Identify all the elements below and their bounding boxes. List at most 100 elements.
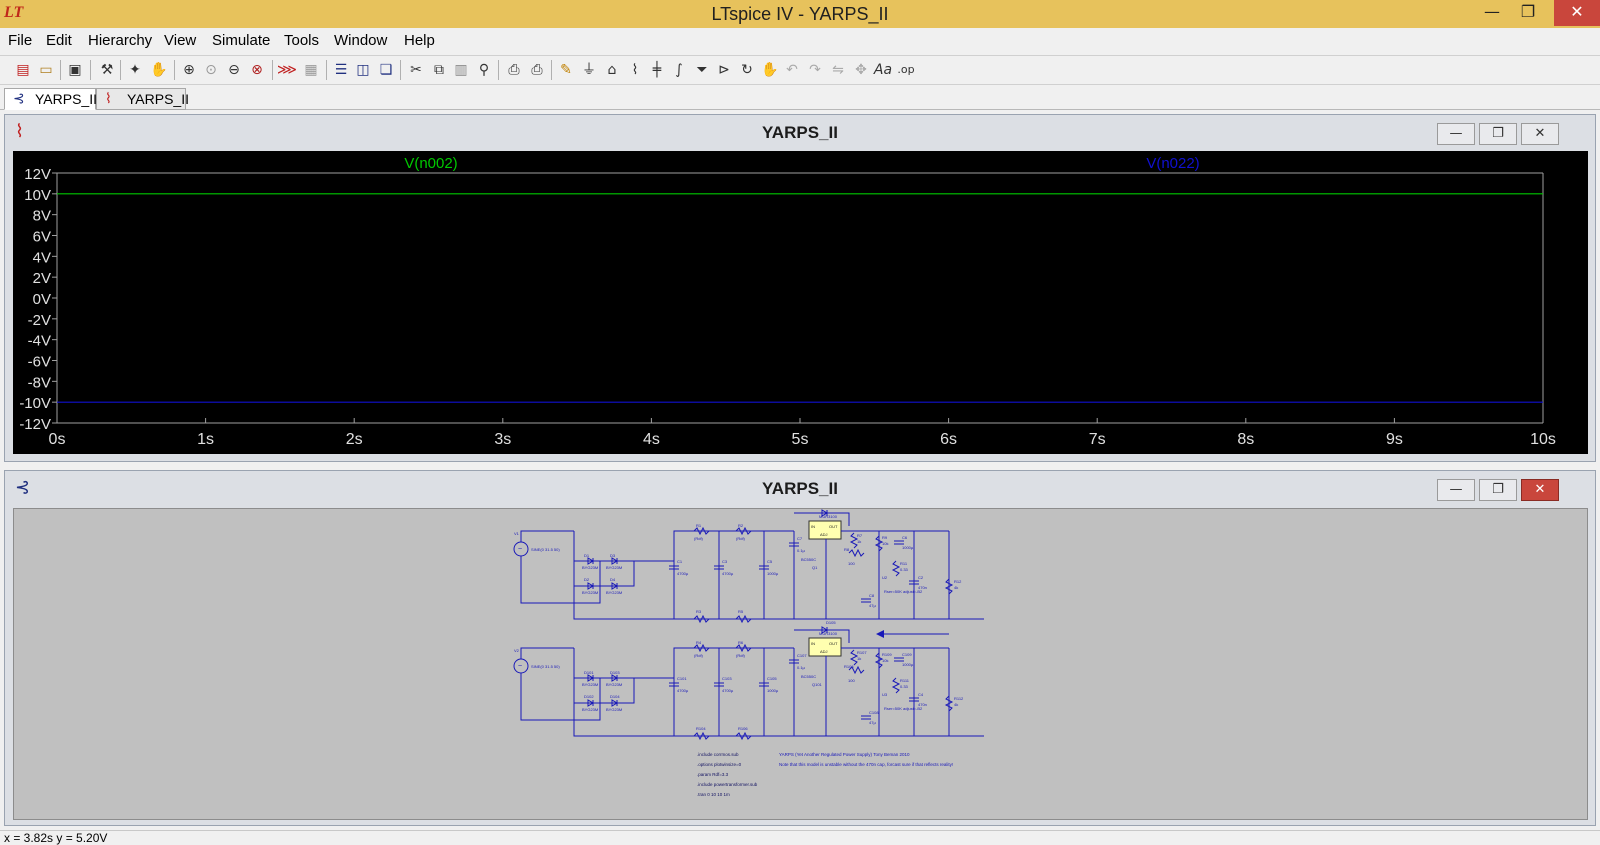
schematic-label: 1000µ bbox=[902, 545, 914, 550]
toolbar-separator bbox=[551, 60, 552, 80]
ltspice-app-icon[interactable]: LT bbox=[4, 4, 24, 21]
undo-icon[interactable]: ↶ bbox=[786, 62, 798, 78]
zoom-cancel-icon[interactable]: ⊗ bbox=[251, 62, 263, 78]
zoom-pan-icon[interactable]: ⊙ bbox=[205, 62, 217, 78]
close-button[interactable]: ✕ bbox=[1554, 0, 1600, 26]
cut-icon[interactable]: ✂ bbox=[410, 62, 422, 78]
schematic-label: R108 bbox=[844, 664, 854, 669]
menu-simulate[interactable]: Simulate bbox=[212, 32, 271, 49]
waveform-window-title: YARPS_II bbox=[762, 123, 838, 142]
halt-icon[interactable]: ✋ bbox=[150, 62, 168, 78]
tile-vertical-icon[interactable]: ◫ bbox=[356, 62, 370, 78]
schematic-restore-button[interactable]: ❐ bbox=[1479, 479, 1517, 501]
minimize-button[interactable]: — bbox=[1484, 2, 1500, 21]
mirror-icon[interactable]: ⇋ bbox=[832, 62, 844, 78]
run-icon[interactable]: ✦ bbox=[129, 62, 141, 78]
resistor-symbol bbox=[944, 578, 954, 595]
menu-edit[interactable]: Edit bbox=[46, 32, 72, 49]
waveform-restore-button[interactable]: ❐ bbox=[1479, 123, 1517, 145]
paste-icon[interactable]: ▥ bbox=[454, 62, 468, 78]
mark-unref-icon[interactable]: ▦ bbox=[304, 62, 318, 78]
schematic-label: V2 bbox=[514, 648, 520, 653]
zoom-out-icon[interactable]: ⊖ bbox=[228, 62, 240, 78]
schematic-label: V1 bbox=[514, 531, 520, 536]
maximize-button[interactable]: ❐ bbox=[1520, 2, 1536, 21]
tab-waveform[interactable]: ⌇ YARPS_II bbox=[96, 88, 189, 110]
schematic-label: OUT bbox=[829, 524, 838, 529]
menu-view[interactable]: View bbox=[164, 32, 197, 49]
save-icon[interactable]: ▣ bbox=[68, 62, 82, 78]
waveform-close-button[interactable]: ✕ bbox=[1521, 123, 1559, 145]
drag-icon[interactable]: ✋ bbox=[761, 62, 779, 78]
text-icon[interactable]: Aa bbox=[873, 62, 893, 78]
menu-help[interactable]: Help bbox=[404, 32, 435, 49]
new-schematic-icon[interactable]: ▤ bbox=[16, 62, 30, 78]
schematic-minimize-button[interactable]: — bbox=[1437, 479, 1475, 501]
schematic-label: D104 bbox=[610, 694, 620, 699]
menu-window[interactable]: Window bbox=[334, 32, 388, 49]
diode-symbol bbox=[611, 699, 618, 707]
zoom-in-icon[interactable]: ⊕ bbox=[183, 62, 195, 78]
x-tick-label: 0s bbox=[49, 431, 66, 448]
schematic-window-title: YARPS_II bbox=[762, 479, 838, 498]
draw-wire-icon[interactable]: ✎ bbox=[560, 62, 572, 78]
menu-tools[interactable]: Tools bbox=[284, 32, 320, 49]
wire bbox=[574, 677, 635, 704]
rotate-icon[interactable]: ↻ bbox=[741, 62, 753, 78]
print-icon[interactable]: ⎙ bbox=[531, 62, 543, 78]
tab-schematic[interactable]: ⊰ YARPS_II bbox=[4, 88, 97, 110]
schematic-label: C7 bbox=[797, 536, 803, 541]
wire bbox=[573, 648, 984, 737]
schematic-label: R109 bbox=[882, 652, 892, 657]
schematic-label: C108 bbox=[869, 710, 879, 715]
inductor-icon[interactable]: ∫ bbox=[675, 62, 683, 78]
open-icon[interactable]: ▭ bbox=[39, 62, 53, 78]
copy-icon[interactable]: ⧉ bbox=[434, 62, 444, 78]
component-icon[interactable]: ⊳ bbox=[718, 62, 730, 78]
ground-icon[interactable]: ⏚ bbox=[582, 62, 596, 78]
diode-symbol bbox=[587, 674, 594, 682]
redo-icon[interactable]: ↷ bbox=[809, 62, 821, 78]
waveform-tab-icon: ⌇ bbox=[105, 91, 112, 107]
waveform-window-header[interactable]: ⌇ YARPS_II — ❐ ✕ bbox=[5, 115, 1595, 149]
x-tick-label: 10s bbox=[1530, 431, 1556, 448]
schematic-window-header[interactable]: ⊰ YARPS_II — ❐ ✕ bbox=[5, 471, 1595, 505]
cascade-icon[interactable]: ❏ bbox=[379, 62, 393, 78]
schematic-label: Rser=50K adjust=-B2 bbox=[884, 706, 923, 711]
resistor-symbol bbox=[693, 614, 710, 624]
wire bbox=[520, 530, 574, 542]
menu-hierarchy[interactable]: Hierarchy bbox=[88, 32, 153, 49]
schematic-label: R1 bbox=[696, 523, 702, 528]
schematic-close-button[interactable]: ✕ bbox=[1521, 479, 1559, 501]
diode-icon[interactable]: ⏷ bbox=[696, 62, 708, 78]
control-panel-icon[interactable]: ⚒ bbox=[100, 62, 114, 78]
find-icon[interactable]: ⚲ bbox=[478, 62, 490, 78]
resistor-symbol bbox=[849, 532, 859, 549]
regulator-ic bbox=[808, 520, 842, 540]
schematic-label: .include powertransformer.sub bbox=[697, 782, 758, 787]
spice-directive-icon[interactable]: .op bbox=[897, 63, 915, 76]
autorange-icon[interactable]: ⋙ bbox=[277, 62, 297, 78]
resistor-icon[interactable]: ⌇ bbox=[631, 62, 639, 78]
y-tick-label: -2V bbox=[28, 312, 51, 329]
tile-horizontal-icon[interactable]: ☰ bbox=[334, 62, 348, 78]
print-setup-icon[interactable]: ⎙ bbox=[508, 62, 520, 78]
ground-flag bbox=[876, 630, 884, 638]
menu-file[interactable]: File bbox=[8, 32, 33, 49]
schematic-label: C8 bbox=[869, 593, 875, 598]
waveform-minimize-button[interactable]: — bbox=[1437, 123, 1475, 145]
wire bbox=[520, 647, 574, 659]
capacitor-icon[interactable]: ╪ bbox=[652, 62, 662, 78]
x-tick-label: 4s bbox=[643, 431, 660, 448]
schematic-label: 1k bbox=[857, 656, 861, 661]
schematic-label: 1000µ bbox=[902, 662, 914, 667]
move-icon[interactable]: ✥ bbox=[855, 62, 867, 78]
schematic-label: D105 bbox=[826, 620, 836, 625]
schematic-label: 470n bbox=[918, 585, 927, 590]
label-net-icon[interactable]: ⌂ bbox=[607, 62, 617, 78]
